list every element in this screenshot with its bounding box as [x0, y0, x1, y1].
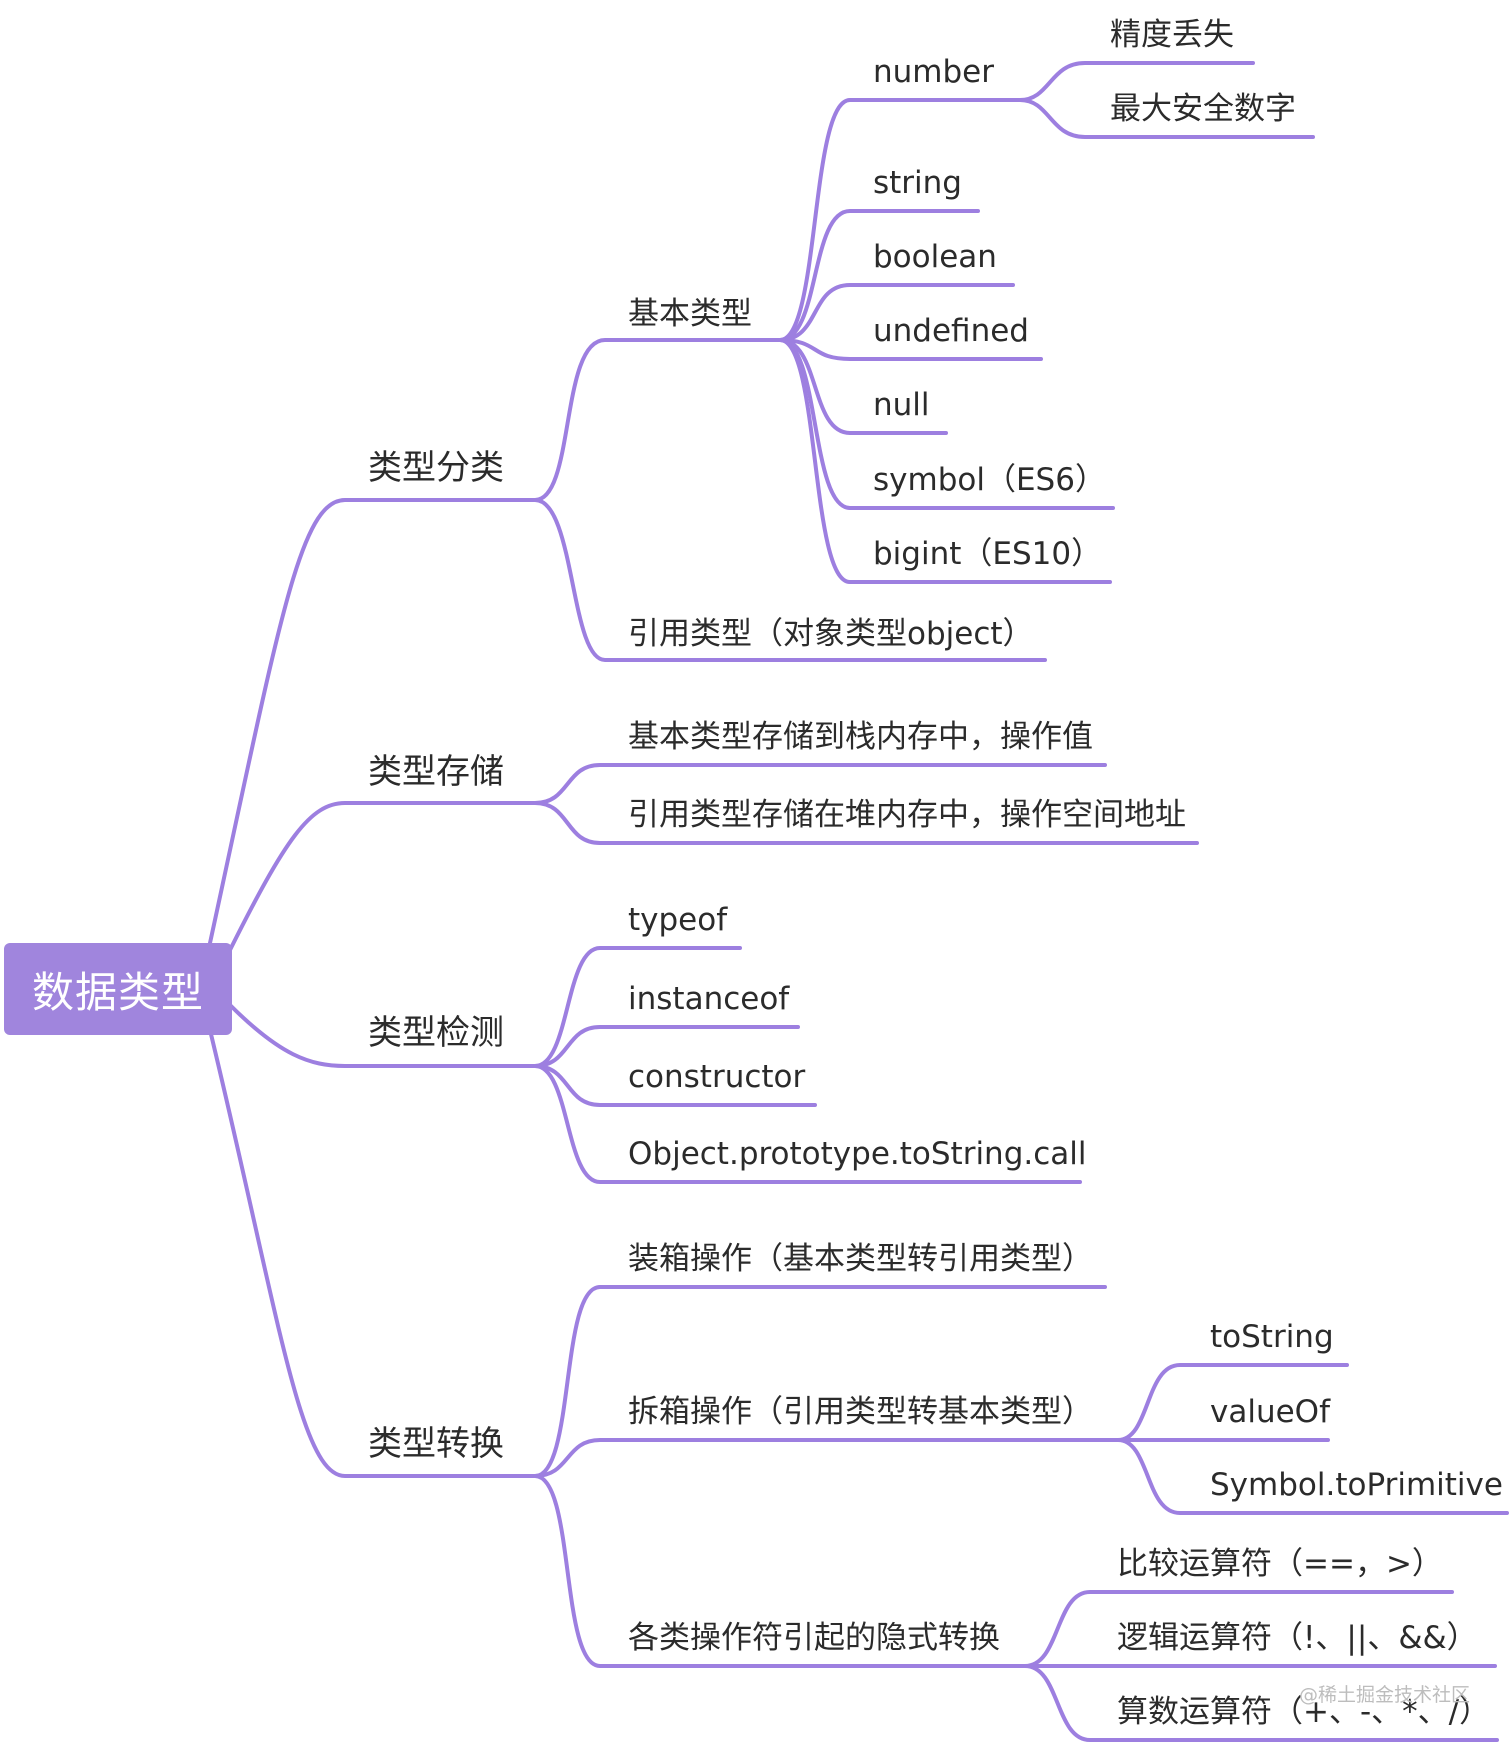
connector-branch-2-to-instanceof	[533, 1025, 800, 1068]
connector-number-to-max-safe	[1018, 98, 1315, 139]
node-symbol[interactable]: symbol（ES6）	[873, 462, 1106, 498]
connector-branch-1-to-heap	[533, 801, 1199, 845]
node-max-safe-integer[interactable]: 最大安全数字	[1110, 91, 1296, 127]
connector-branch-2-to-constructor	[533, 1064, 817, 1107]
connector-basic-to-string	[778, 209, 980, 342]
connector-branch-3-to-boxing	[533, 1285, 1107, 1478]
root-node[interactable]: 数据类型	[4, 943, 232, 1035]
node-undefined[interactable]: undefined	[873, 313, 1029, 349]
branch-type-detection[interactable]: 类型检测	[368, 1013, 504, 1053]
connector-basic-to-bigint	[778, 338, 1112, 584]
node-instanceof[interactable]: instanceof	[628, 981, 790, 1017]
node-typeof[interactable]: typeof	[628, 902, 728, 938]
connector-basic-to-boolean	[778, 283, 1015, 342]
node-arithmetic-operators[interactable]: 算数运算符（+、-、*、/）	[1117, 1694, 1491, 1730]
node-heap-storage[interactable]: 引用类型存储在堆内存中，操作空间地址	[628, 797, 1186, 833]
node-number[interactable]: number	[873, 54, 994, 90]
node-symbol-toprimitive[interactable]: Symbol.toPrimitive	[1210, 1467, 1503, 1503]
connector-unboxing-to-tostring	[1116, 1363, 1349, 1442]
node-boolean[interactable]: boolean	[873, 239, 997, 275]
connector-branch-0-to-basic	[533, 338, 782, 502]
node-unboxing[interactable]: 拆箱操作（引用类型转基本类型）	[628, 1394, 1093, 1430]
connector-branch-0-to-reference	[533, 498, 1047, 662]
node-comparison-operators[interactable]: 比较运算符（==，>）	[1117, 1546, 1443, 1582]
connector-basic-to-undefined	[778, 338, 1043, 361]
node-null[interactable]: null	[873, 387, 930, 423]
watermark: @稀土掘金技术社区	[1298, 1684, 1470, 1706]
connector-implicit-to-comparison	[1023, 1590, 1454, 1668]
node-constructor[interactable]: constructor	[628, 1059, 806, 1095]
node-tostring-call[interactable]: Object.prototype.toString.call	[628, 1136, 1087, 1172]
branch-type-storage[interactable]: 类型存储	[368, 752, 504, 792]
node-primitive-types[interactable]: 基本类型	[628, 296, 752, 332]
connector-branch-1-to-stack	[533, 763, 1107, 805]
connector-implicit-to-arithmetic	[1023, 1664, 1499, 1742]
connector-branch-3-to-implicit	[533, 1474, 1027, 1668]
root-node-label: 数据类型	[31, 967, 204, 1017]
node-string[interactable]: string	[873, 165, 962, 201]
branch-type-conversion[interactable]: 类型转换	[368, 1424, 504, 1464]
node-reference-types[interactable]: 引用类型（对象类型object）	[628, 616, 1034, 652]
node-boxing[interactable]: 装箱操作（基本类型转引用类型）	[628, 1241, 1093, 1277]
node-stack-storage[interactable]: 基本类型存储到栈内存中，操作值	[628, 719, 1093, 755]
node-implicit-conversion[interactable]: 各类操作符引起的隐式转换	[628, 1620, 1000, 1656]
connector-branch-3-to-unboxing	[533, 1438, 1120, 1478]
connector-basic-to-number	[778, 98, 1022, 342]
connector-root-to-branch-3	[208, 1028, 537, 1478]
connector-root-to-branch-2	[228, 1003, 537, 1068]
node-tostring[interactable]: toString	[1210, 1319, 1334, 1355]
connector-number-to-precision	[1018, 61, 1255, 102]
node-precision-loss[interactable]: 精度丢失	[1110, 17, 1234, 53]
connector-basic-to-null	[778, 338, 948, 435]
connector-branch-2-to-typeof	[533, 946, 742, 1068]
branch-type-classification[interactable]: 类型分类	[368, 448, 504, 488]
connector-unboxing-to-toprimitive	[1116, 1438, 1509, 1515]
node-bigint[interactable]: bigint（ES10）	[873, 536, 1103, 572]
node-logical-operators[interactable]: 逻辑运算符（!、||、&&）	[1117, 1620, 1478, 1656]
node-valueof[interactable]: valueOf	[1210, 1394, 1330, 1430]
connector-root-to-branch-0	[208, 498, 537, 945]
connector-root-to-branch-1	[228, 801, 537, 952]
connector-branch-2-to-tostring-call	[533, 1064, 1082, 1184]
